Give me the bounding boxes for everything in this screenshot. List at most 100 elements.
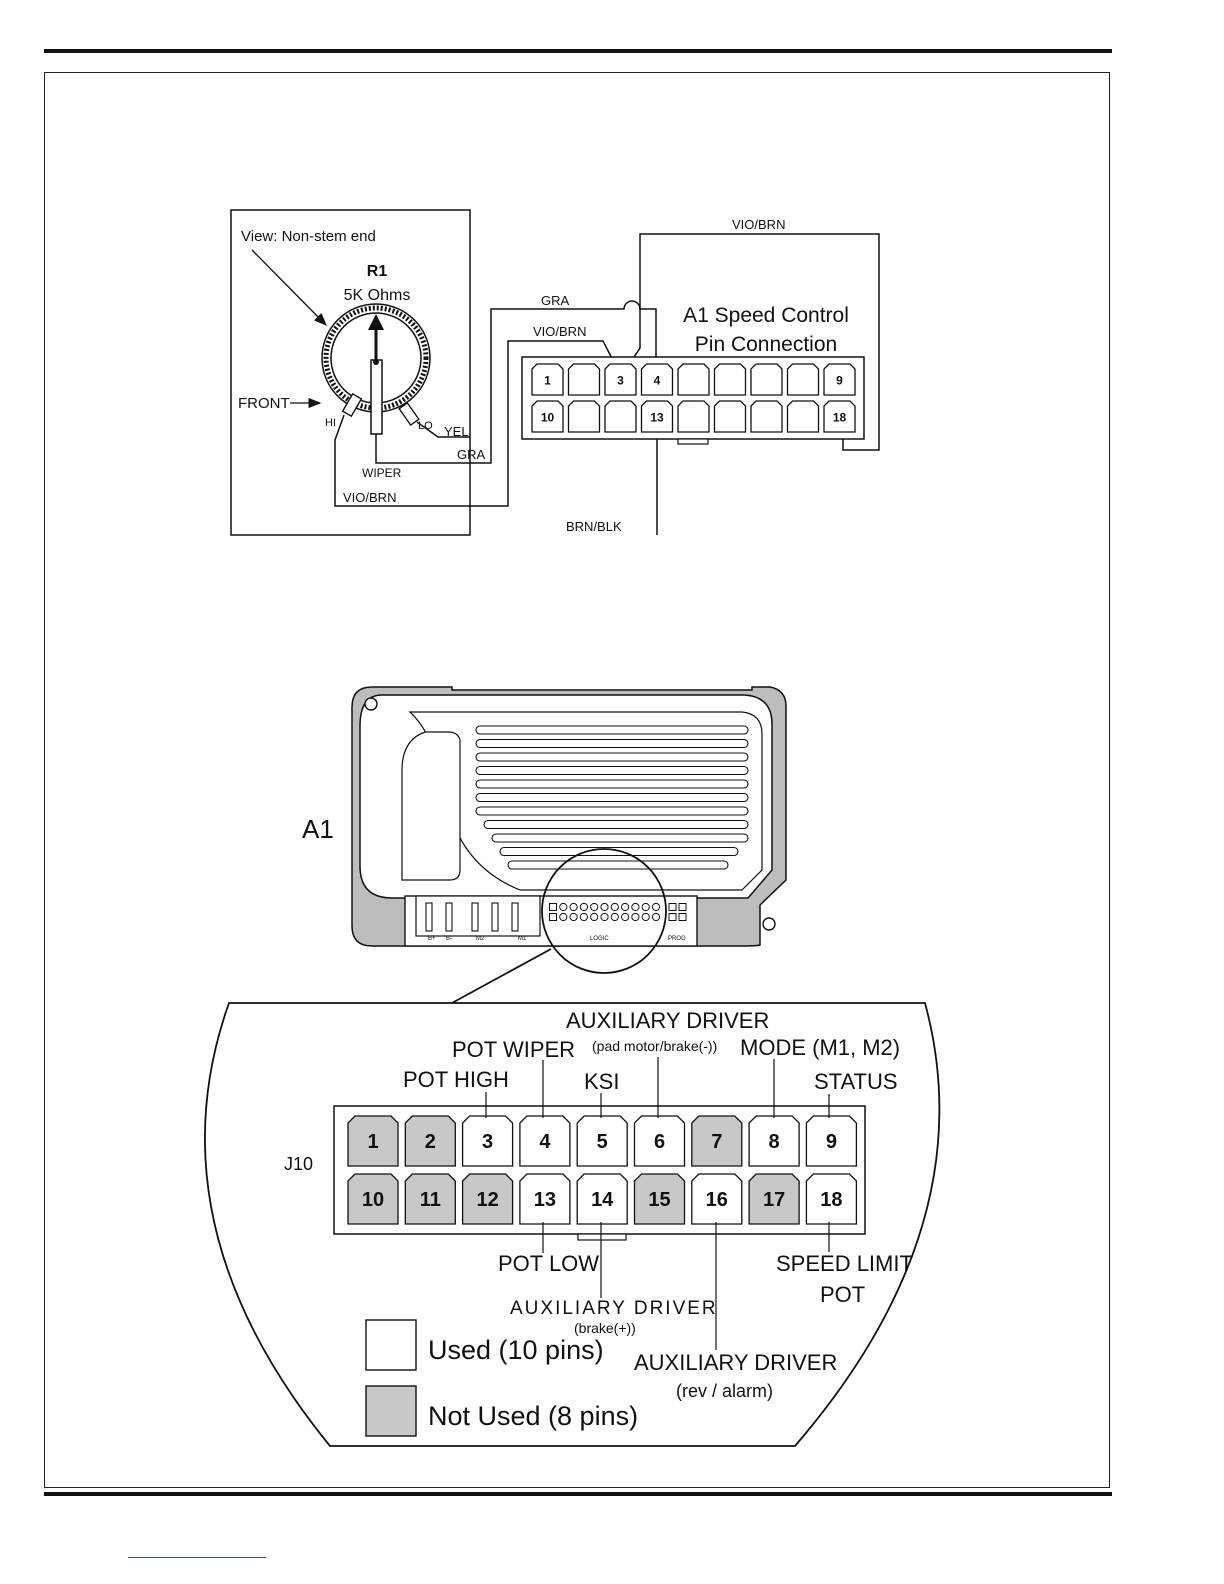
small-connector-pin bbox=[786, 400, 820, 433]
view-arrow bbox=[251, 249, 327, 326]
callout-pot-low: POT LOW bbox=[498, 1251, 599, 1276]
terminal-label-m2: M2 bbox=[476, 936, 485, 942]
legend-swatch-not-used bbox=[365, 1385, 417, 1437]
j10-pin-label: 17 bbox=[763, 1189, 785, 1211]
footer-link-underline[interactable] bbox=[128, 1557, 266, 1558]
small-connector-pin: 13 bbox=[640, 400, 674, 433]
j10-pin-6: 6 bbox=[633, 1115, 686, 1167]
j10-pin-5: 5 bbox=[576, 1115, 628, 1167]
small-connector-pin-label: 18 bbox=[833, 411, 847, 425]
j10-pin-label: 5 bbox=[597, 1131, 608, 1153]
small-connector-pin: 9 bbox=[823, 363, 856, 396]
small-connector-pin-label: 4 bbox=[654, 374, 661, 388]
wiring-diagram: View: Non-stem end R1 5K Ohms FRONT HI L… bbox=[230, 209, 880, 536]
small-connector-pin-label: 3 bbox=[617, 374, 624, 388]
callout-leaders bbox=[485, 1057, 830, 1350]
j10-pin-10: 10 bbox=[347, 1173, 399, 1225]
mount-hole-icon bbox=[364, 697, 378, 711]
r1-value: 5K Ohms bbox=[344, 287, 411, 304]
j10-pin-18: 18 bbox=[805, 1173, 858, 1225]
wiper-arrow-icon bbox=[368, 314, 384, 330]
j10-pin-9: 9 bbox=[805, 1115, 858, 1167]
wire-label-brn-blk: BRN/BLK bbox=[566, 519, 622, 534]
j10-pin-label: 9 bbox=[826, 1131, 837, 1153]
j10-pin-label: 13 bbox=[534, 1189, 556, 1211]
j10-pin-17: 17 bbox=[748, 1173, 800, 1225]
j10-pin-label: 6 bbox=[654, 1131, 665, 1153]
j10-pin-label: 11 bbox=[420, 1189, 441, 1211]
callout-aux-driver-14-sub: (brake(+)) bbox=[574, 1320, 636, 1336]
wire-paths bbox=[334, 233, 880, 535]
small-connector-pin bbox=[567, 363, 601, 396]
j10-pin-label: 16 bbox=[706, 1189, 728, 1211]
j10-pin-label: 10 bbox=[362, 1189, 384, 1211]
callout-speed-limit-line2: POT bbox=[820, 1282, 865, 1307]
small-connector-pin-label: 13 bbox=[650, 411, 664, 425]
j10-pin-label: 4 bbox=[539, 1131, 551, 1153]
callout-ksi: KSI bbox=[584, 1069, 619, 1094]
j10-pin-7: 7 bbox=[691, 1115, 743, 1167]
wire-label-vio-brn-bottom: VIO/BRN bbox=[343, 490, 396, 505]
terminal-label-m1: M1 bbox=[518, 936, 527, 942]
j10-pin-label: 18 bbox=[820, 1189, 842, 1211]
magnifier-circle bbox=[541, 848, 667, 974]
small-connector-pin: 4 bbox=[640, 363, 674, 396]
wire-label-vio-brn-mid: VIO/BRN bbox=[533, 324, 586, 339]
j10-pin-label: 15 bbox=[648, 1189, 670, 1211]
callout-aux-driver-16: AUXILIARY DRIVER bbox=[634, 1350, 837, 1375]
controller-a1: A1 B+ B- M2 M1 LOGIC PROG bbox=[302, 686, 787, 1004]
j10-pin-4: 4 bbox=[519, 1115, 571, 1167]
j10-pin-11: 11 bbox=[404, 1173, 456, 1225]
connector-title-line2: Pin Connection bbox=[695, 333, 837, 356]
small-connector-pin-label: 10 bbox=[541, 411, 555, 425]
j10-pin-8: 8 bbox=[748, 1115, 800, 1167]
legend-swatch-used bbox=[365, 1319, 417, 1371]
callout-aux-driver-14: AUXILIARY DRIVER bbox=[510, 1298, 718, 1319]
small-connector-pin: 3 bbox=[604, 363, 637, 396]
r1-name: R1 bbox=[367, 263, 388, 280]
small-connector-pin bbox=[677, 400, 710, 433]
j10-pin-label: 8 bbox=[769, 1131, 780, 1153]
j10-pin-label: 1 bbox=[367, 1131, 378, 1153]
small-connector-pin: 10 bbox=[531, 400, 564, 433]
small-connector-pin bbox=[786, 363, 820, 396]
connector-label: J10 bbox=[284, 1154, 313, 1174]
magnifier-leader bbox=[451, 948, 552, 1004]
front-label: FRONT bbox=[238, 395, 290, 412]
j10-pin-label: 14 bbox=[591, 1189, 614, 1211]
pot-box bbox=[230, 209, 471, 536]
connector-title-line1: A1 Speed Control bbox=[683, 304, 849, 327]
j10-pin-label: 12 bbox=[476, 1189, 498, 1211]
small-connector-pin bbox=[750, 400, 783, 433]
callout-aux-driver-top-sub: (pad motor/brake(-)) bbox=[592, 1038, 717, 1054]
callout-pot-wiper: POT WIPER bbox=[452, 1037, 575, 1062]
terminal-label-b-plus: B+ bbox=[428, 936, 436, 942]
j10-pin-1: 1 bbox=[347, 1115, 399, 1167]
logic-label: LOGIC bbox=[590, 936, 609, 942]
callout-speed-limit-line1: SPEED LIMIT bbox=[776, 1251, 913, 1276]
controller-label: A1 bbox=[302, 814, 334, 844]
wire-label-gra-upper: GRA bbox=[541, 293, 570, 308]
legend-used-label: Used (10 pins) bbox=[428, 1335, 604, 1365]
wiper-label: WIPER bbox=[362, 466, 402, 480]
j10-pin-2: 2 bbox=[404, 1115, 456, 1167]
j10-pin-label: 2 bbox=[425, 1131, 436, 1153]
small-connector-pin: 18 bbox=[823, 400, 856, 433]
view-label: View: Non-stem end bbox=[241, 228, 376, 245]
small-connector-pin-label: 1 bbox=[544, 374, 551, 388]
terminal-label-b-minus: B- bbox=[446, 936, 452, 942]
wire-label-vio-brn-top: VIO/BRN bbox=[732, 217, 785, 232]
j10-pin-12: 12 bbox=[461, 1173, 514, 1225]
vent-slots bbox=[475, 725, 749, 870]
callout-status: STATUS bbox=[814, 1069, 898, 1094]
legend: Used (10 pins) Not Used (8 pins) bbox=[365, 1319, 638, 1437]
j10-pin-15: 15 bbox=[633, 1173, 686, 1225]
header-rule bbox=[44, 49, 1112, 53]
j10-pin-13: 13 bbox=[519, 1173, 571, 1225]
hi-label: HI bbox=[325, 417, 336, 429]
j10-pin-label: 3 bbox=[482, 1131, 493, 1153]
page-frame bbox=[44, 72, 1110, 1488]
small-connector-pin bbox=[750, 363, 783, 396]
